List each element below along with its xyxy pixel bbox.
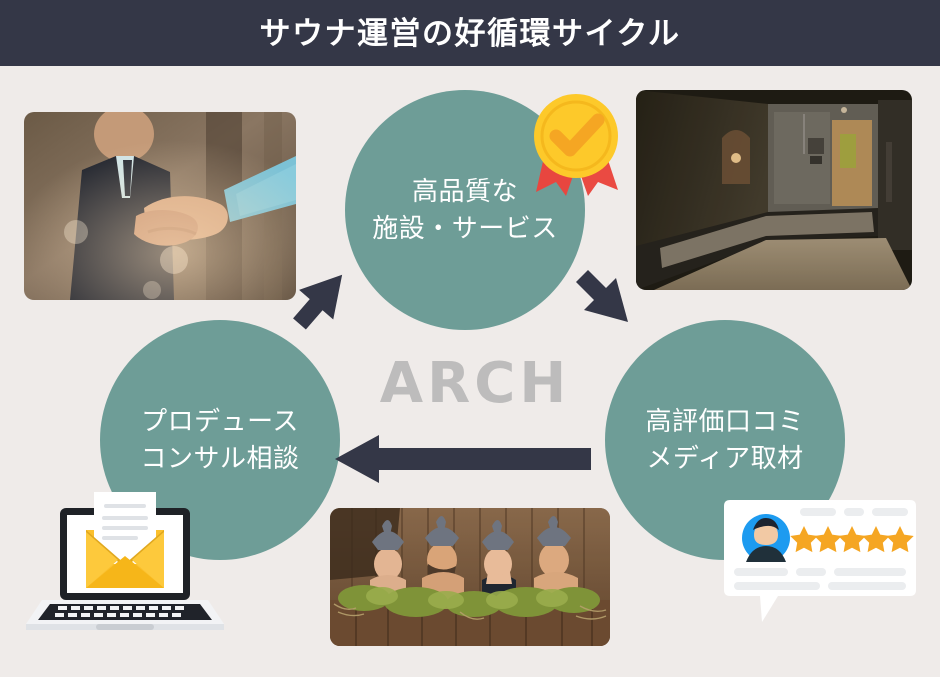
- page-title: サウナ運営の好循環サイクル: [259, 15, 681, 51]
- arch-watermark-text: ARCH: [379, 350, 571, 416]
- cycle-node-consult-line1: プロデュース: [141, 406, 299, 437]
- cycle-node-quality-line2: 施設・サービス: [372, 213, 558, 243]
- handshake-photo: [24, 112, 296, 300]
- cycle-node-quality-line1: 高品質な: [411, 176, 518, 207]
- arrow-quality-to-reviews: [576, 270, 628, 322]
- cycle-node-reviews-line2: メディア取材: [646, 443, 804, 473]
- sauna-guests-photo: [330, 508, 610, 646]
- header-bar: サウナ運営の好循環サイクル: [0, 0, 940, 66]
- arrow-reviews-to-consult: [335, 435, 591, 483]
- quality-medal-badge-icon: [522, 86, 630, 198]
- star-rating: [790, 526, 914, 553]
- laptop-email-illustration: [24, 474, 244, 642]
- arrow-consult-to-quality: [293, 274, 343, 330]
- sauna-interior-photo: [636, 90, 912, 290]
- cycle-node-reviews-line1: 高評価口コミ: [645, 406, 805, 437]
- arch-watermark: ARCH: [360, 348, 590, 418]
- review-card-illustration: [722, 498, 918, 624]
- cycle-node-consult-line2: コンサル相談: [140, 443, 300, 473]
